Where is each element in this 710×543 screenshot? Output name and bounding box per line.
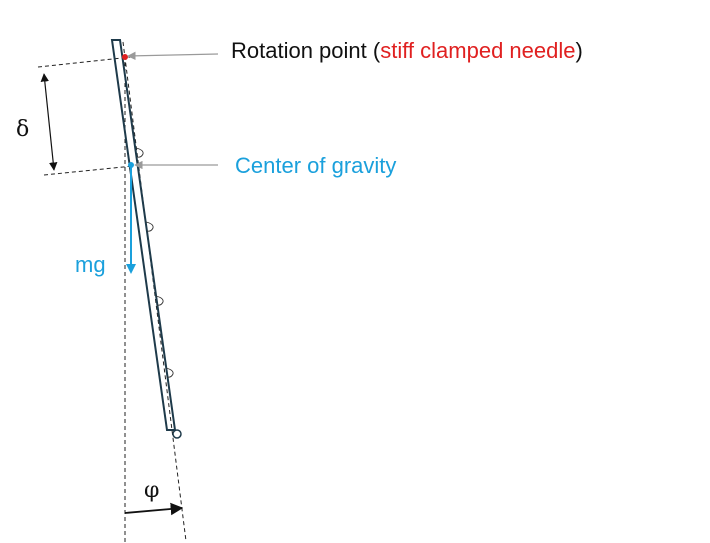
needle-end-circle: [172, 429, 182, 439]
phi-label: φ: [144, 478, 160, 503]
delta-dimension-arrow: [40, 73, 58, 171]
needle-body: [110, 39, 177, 431]
rotation-point-suffix: ): [575, 38, 583, 63]
delta-label: δ: [16, 117, 30, 142]
rotation-point-marker: [122, 54, 128, 60]
fiber-2: [145, 221, 154, 232]
fiber-3: [155, 295, 164, 306]
stiff-clamped-needle-text: stiff clamped needle: [380, 38, 576, 63]
rotation-point-prefix: Rotation point (: [231, 38, 381, 63]
rotation-point-label: Rotation point (stiff clamped needle): [231, 38, 583, 64]
fiber-4: [165, 367, 174, 378]
rotation-level-line: [37, 56, 132, 68]
rotation-pointer-arrow: [127, 51, 219, 61]
mg-label: mg: [75, 252, 106, 277]
center-of-gravity-label: Center of gravity: [235, 153, 397, 178]
cog-level-line: [43, 165, 134, 176]
center-of-gravity-marker: [128, 162, 134, 168]
phi-angle-arrow: [124, 502, 184, 516]
fiber-1: [135, 147, 144, 158]
